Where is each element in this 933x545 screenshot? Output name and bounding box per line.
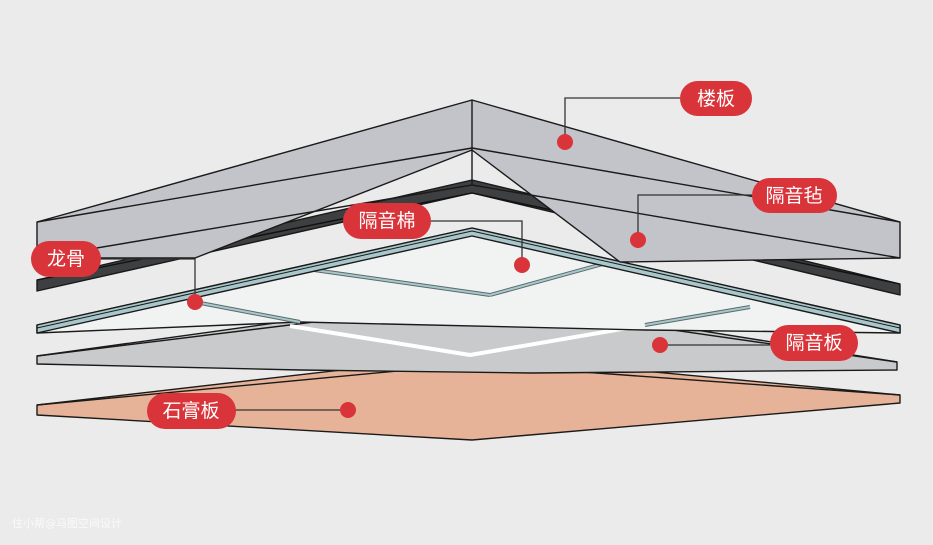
marker-dot-gypsum-board bbox=[340, 402, 356, 418]
leader-sound-cotton bbox=[430, 220, 523, 265]
marker-dot-sound-board bbox=[652, 337, 668, 353]
layer-keel bbox=[36, 227, 901, 334]
marker-dot-sound-cotton bbox=[514, 257, 530, 273]
label-gypsum-board: 石膏板 bbox=[147, 393, 236, 429]
label-text: 石膏板 bbox=[162, 399, 219, 422]
label-text: 隔音棉 bbox=[358, 210, 415, 232]
watermark: 住小帮@马图空间设计 bbox=[12, 516, 122, 530]
label-text: 龙骨 bbox=[47, 248, 85, 270]
leader-sound-felt bbox=[637, 194, 752, 240]
label-sound-cotton: 隔音棉 bbox=[343, 203, 431, 239]
leader-floor-slab bbox=[564, 97, 680, 142]
leader-keel bbox=[101, 258, 196, 302]
label-sound-felt: 隔音毡 bbox=[752, 178, 837, 213]
label-keel: 龙骨 bbox=[31, 241, 101, 277]
label-text: 隔音毡 bbox=[765, 185, 822, 207]
marker-dot-floor-slab bbox=[557, 134, 573, 150]
label-text: 隔音板 bbox=[785, 332, 842, 354]
marker-dot-keel bbox=[187, 294, 203, 310]
label-floor-slab: 楼板 bbox=[680, 81, 752, 116]
label-sound-board: 隔音板 bbox=[770, 325, 858, 361]
label-text: 楼板 bbox=[697, 88, 735, 110]
marker-dot-sound-felt bbox=[630, 232, 646, 248]
